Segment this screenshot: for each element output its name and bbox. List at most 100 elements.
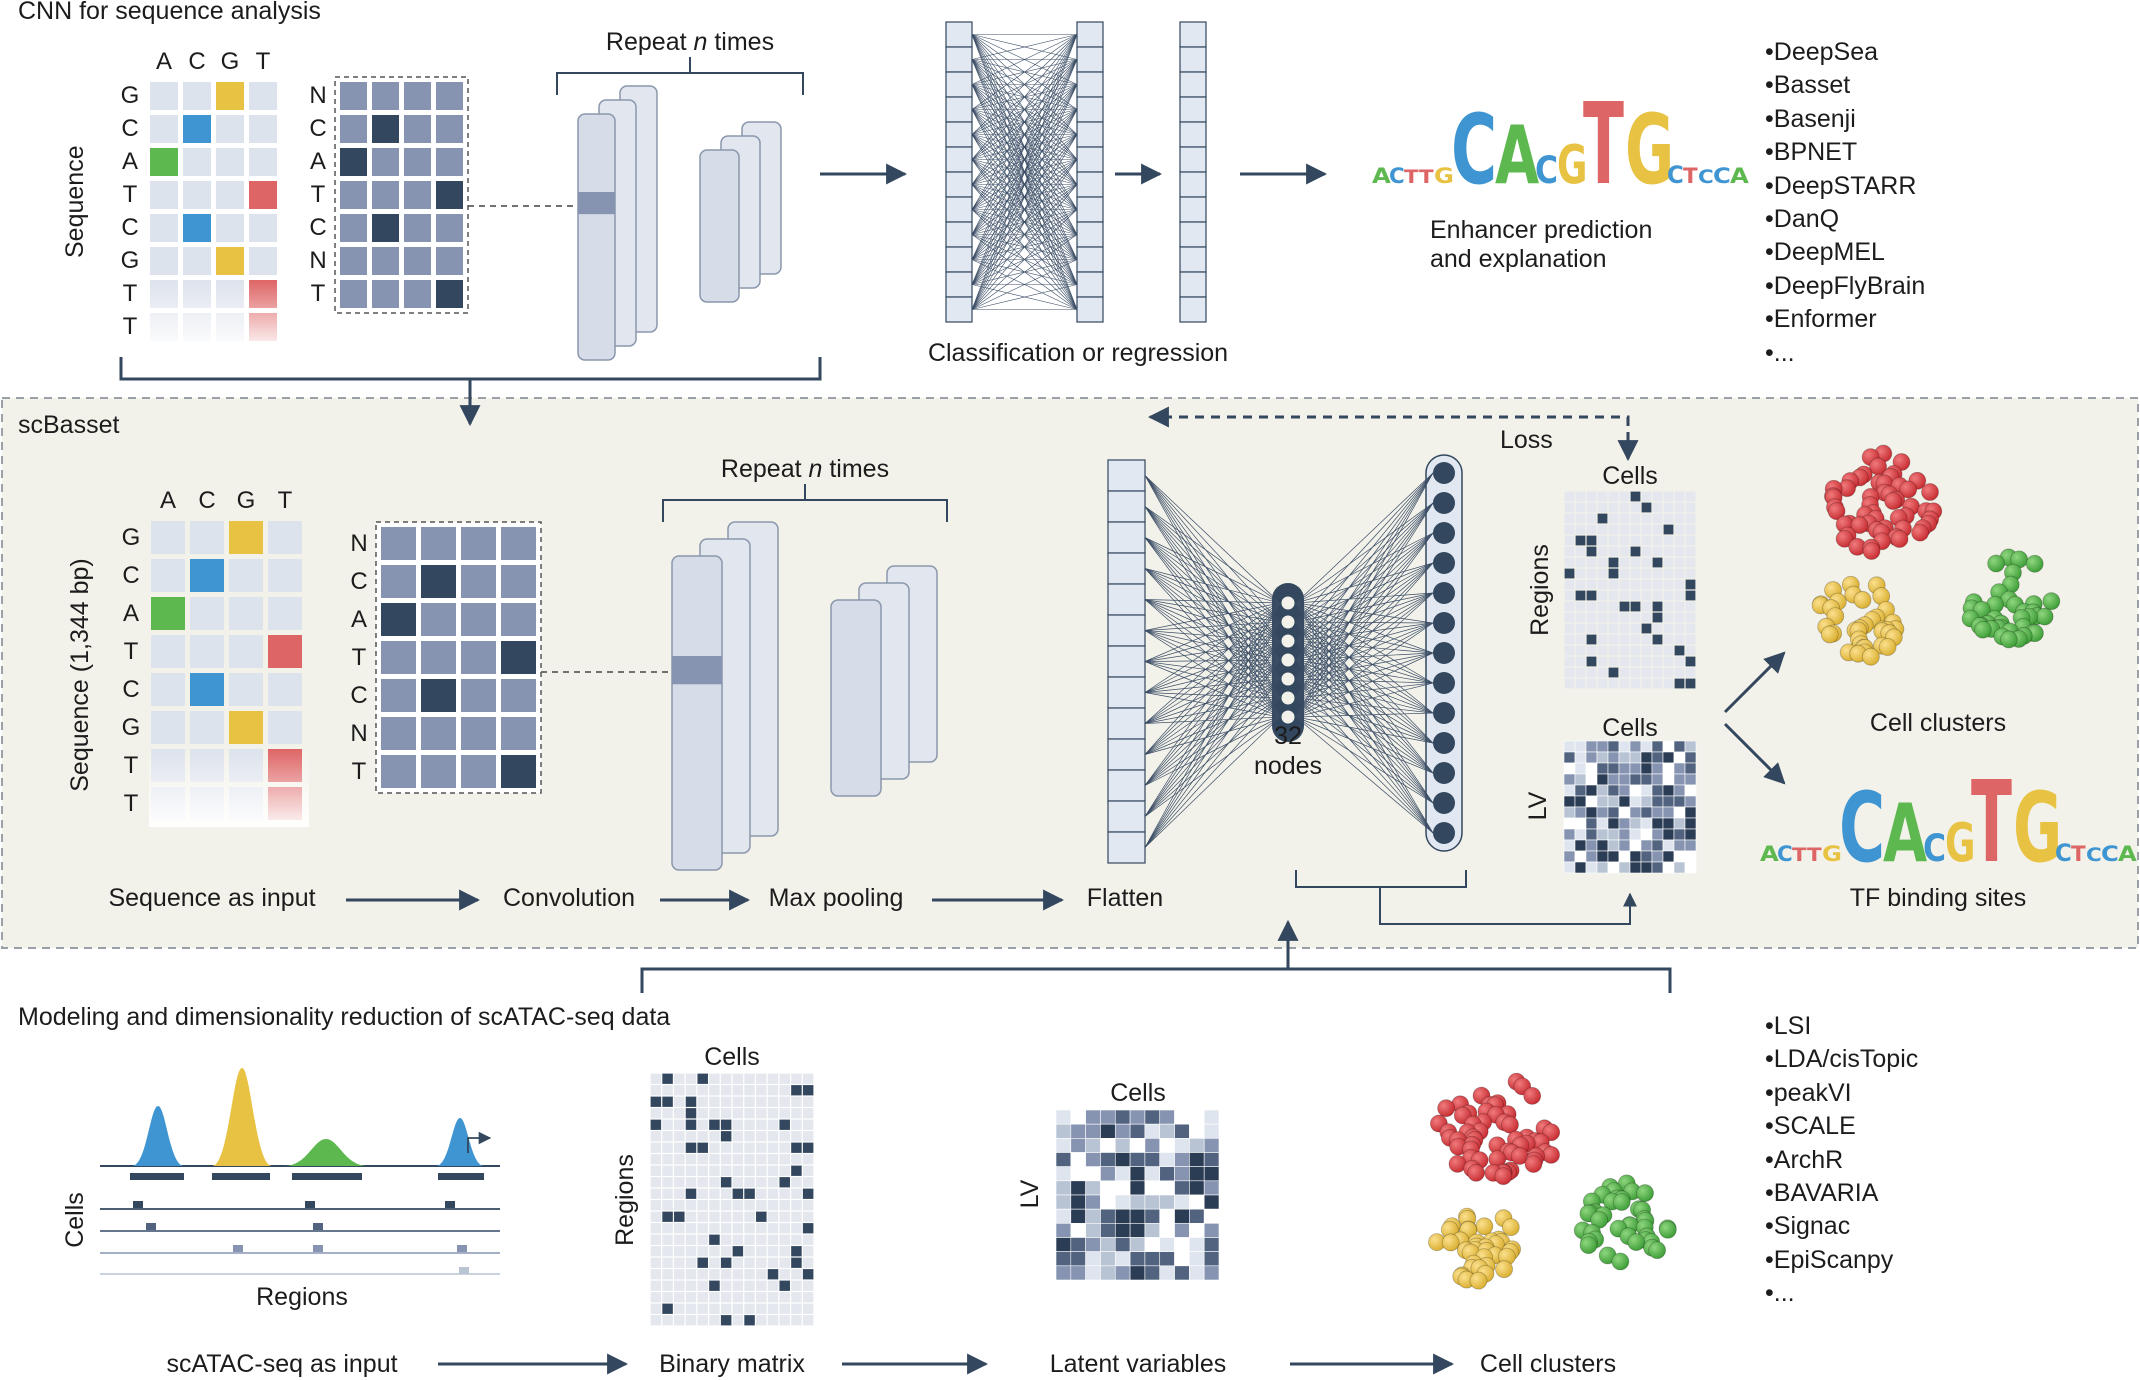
- lv-cell: [1662, 828, 1675, 841]
- matrix-cell: [1575, 535, 1586, 546]
- matrix-cell: [1586, 524, 1597, 535]
- dense-input-cell: [945, 146, 973, 173]
- matrix-cell: [662, 1165, 673, 1176]
- matrix-cell: [697, 1234, 708, 1245]
- bottleneck-link-out: [1295, 659, 1434, 684]
- matrix-cell: [685, 1280, 697, 1291]
- matrix-cell: [1685, 590, 1696, 601]
- onehot-cell: [268, 559, 302, 592]
- bottleneck-link-in: [1144, 678, 1281, 817]
- bottleneck-link-out: [1295, 502, 1434, 661]
- matrix-cell: [1641, 601, 1652, 612]
- bottleneck-link-in: [1144, 716, 1281, 817]
- matrix-cell: [1586, 656, 1597, 667]
- scatac-cluster-yellow: [1428, 1207, 1522, 1290]
- matrix-cell: [720, 1246, 732, 1257]
- dense-link: [971, 209, 1078, 310]
- onehot-cell: [216, 181, 244, 209]
- onehot-cell: [249, 82, 277, 110]
- dense-link: [971, 34, 1078, 110]
- matrix-cell: [767, 1315, 779, 1326]
- cluster-cell: [1542, 1145, 1560, 1164]
- onehot-cell: [190, 521, 224, 554]
- matrix-cell: [1597, 513, 1608, 524]
- scb-conv-letter: T: [351, 643, 367, 671]
- onehot-cell: [190, 559, 224, 592]
- lv-cell: [1684, 762, 1697, 775]
- matrix-cell: [662, 1108, 673, 1119]
- matrix-cell: [674, 1154, 685, 1165]
- matrix-cell: [1652, 656, 1663, 667]
- matrix-cell: [697, 1269, 708, 1280]
- dense-output-cell: [1179, 146, 1207, 173]
- conv-cell: [404, 247, 431, 275]
- lv-cell: [1662, 839, 1675, 852]
- lv-cell: [1563, 839, 1576, 852]
- matrix-cell: [720, 1085, 732, 1096]
- logo-letter: T: [1792, 843, 1807, 865]
- dense-link: [971, 34, 1078, 185]
- bottleneck-link-in: [1144, 599, 1281, 604]
- lv-cell: [1651, 795, 1664, 808]
- matrix-cell: [1575, 667, 1586, 678]
- bottleneck-link-out: [1295, 712, 1434, 718]
- dense-output-cell: [1179, 196, 1207, 223]
- matrix-cell: [1564, 623, 1575, 634]
- lv-cell: [1114, 1166, 1131, 1182]
- scbasset-section: [346, 406, 1786, 925]
- bottleneck-link-in: [1144, 697, 1281, 786]
- onehot-fade: [149, 749, 309, 827]
- bottleneck-link-out: [1295, 562, 1434, 680]
- read-mark: [313, 1223, 323, 1230]
- matrix-cell: [1630, 590, 1641, 601]
- matrix-cell: [674, 1211, 685, 1222]
- matrix-cell: [791, 1073, 802, 1084]
- lv-cell: [1563, 828, 1576, 841]
- lv-cell: [1114, 1138, 1131, 1153]
- onehot-cell: [229, 521, 263, 554]
- lv-cell: [1684, 828, 1697, 841]
- matrix-cell: [1685, 568, 1696, 579]
- matrix-cell: [650, 1211, 662, 1222]
- matrix-cell: [779, 1154, 790, 1165]
- matrix-cell: [685, 1269, 697, 1280]
- bottleneck-link-out: [1295, 532, 1434, 642]
- matrix-cell: [1586, 546, 1597, 557]
- lv-cell: [1085, 1194, 1101, 1210]
- matrix-cell: [791, 1211, 802, 1222]
- lv-cell: [1114, 1237, 1131, 1252]
- matrix-cell: [791, 1177, 802, 1188]
- matrix-cell: [1597, 579, 1608, 590]
- matrix-cell: [1597, 623, 1608, 634]
- matrix-cell: [756, 1234, 767, 1245]
- bottleneck-link-out: [1295, 621, 1434, 774]
- matrix-cell: [1663, 612, 1674, 623]
- dense-link: [971, 34, 1078, 285]
- lv-cell: [1114, 1208, 1131, 1224]
- matrix-cell: [1608, 667, 1619, 678]
- lv-cell: [1144, 1180, 1161, 1196]
- matrix-cell: [650, 1165, 662, 1176]
- lv-cell: [1618, 861, 1631, 874]
- lv-cell: [1673, 850, 1686, 863]
- bottleneck-node: [1281, 710, 1295, 724]
- matrix-cell: [720, 1096, 732, 1107]
- lv-cell: [1189, 1152, 1205, 1167]
- conv-cell: [461, 679, 496, 712]
- cluster-cell: [1892, 453, 1911, 471]
- cluster-cell: [2035, 607, 2054, 626]
- matrix-cell: [1608, 557, 1619, 568]
- logo-letter: A: [1730, 164, 1749, 188]
- lv-cell: [1055, 1208, 1072, 1224]
- logo-letter: C: [1698, 165, 1714, 187]
- logo-letter: C: [2055, 838, 2072, 867]
- conv-cell: [501, 603, 536, 636]
- matrix-cell: [674, 1200, 685, 1211]
- bottleneck-link-out: [1295, 502, 1434, 604]
- onehot-cell: [183, 181, 211, 209]
- bottleneck-link-out: [1295, 640, 1434, 774]
- lv-cell: [1651, 817, 1664, 830]
- dense-hidden-cell: [1076, 271, 1104, 298]
- matrix-cell: [1663, 678, 1674, 689]
